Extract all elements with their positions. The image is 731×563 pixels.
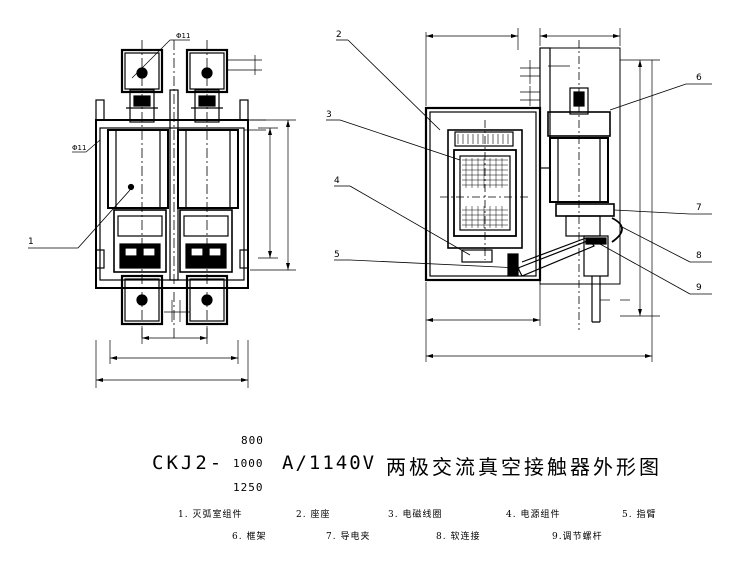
title-current-1000: 1000 xyxy=(233,457,264,470)
legend-item-9: 9.调节螺杆 xyxy=(552,532,603,542)
leader-lines xyxy=(28,39,712,295)
callout-9: 9 xyxy=(696,283,702,293)
callout-6: 6 xyxy=(696,73,702,83)
callout-3: 3 xyxy=(326,110,332,120)
side-view xyxy=(424,28,660,362)
dim-hole-top: Φ11 xyxy=(176,32,190,40)
contactor-outline-drawing: 1 2 3 4 5 6 7 8 9 Φ11 Φ11 xyxy=(28,28,712,388)
title-model-prefix: CKJ2- xyxy=(152,452,225,474)
legend-item-5: 5. 指臂 xyxy=(622,510,657,520)
legend-item-1: 1. 灭弧室组件 xyxy=(178,510,243,520)
callout-1: 1 xyxy=(28,237,34,247)
callout-4: 4 xyxy=(334,176,340,186)
legend-item-3: 3. 电磁线圈 xyxy=(388,510,443,520)
callout-2: 2 xyxy=(336,30,342,40)
legend-item-2: 2. 座座 xyxy=(296,510,331,520)
title-rating-suffix: A/1140V xyxy=(282,452,377,474)
dim-hole-side: Φ11 xyxy=(72,144,86,152)
legend-item-7: 7. 导电夹 xyxy=(326,532,371,542)
callout-8: 8 xyxy=(696,251,702,261)
front-view xyxy=(72,39,296,388)
title-current-800: 800 xyxy=(241,434,264,447)
title-drawing-name: 两极交流真空接触器外形图 xyxy=(386,455,662,479)
callout-7: 7 xyxy=(696,203,702,213)
callout-5: 5 xyxy=(334,250,340,260)
legend-item-8: 8. 软连接 xyxy=(436,532,481,542)
title-current-1250: 1250 xyxy=(233,481,264,494)
legend-item-4: 4. 电源组件 xyxy=(506,510,561,520)
legend-item-6: 6. 框架 xyxy=(232,532,267,542)
